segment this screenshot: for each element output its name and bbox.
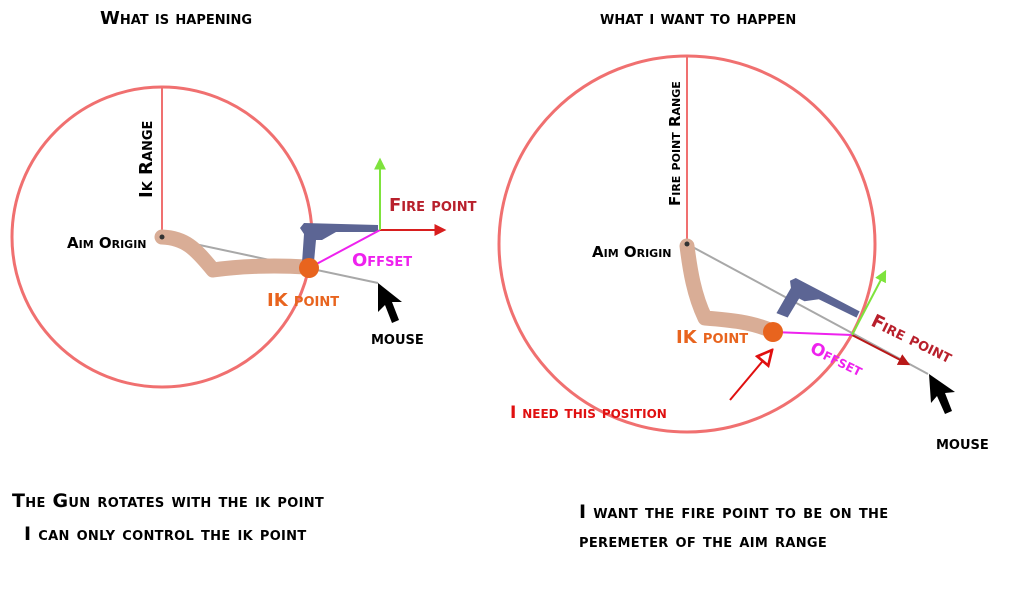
- left-diagram: Ik Range Aim Origin Fire point Offset IK: [12, 87, 477, 387]
- left-mouse-label: mouse: [371, 328, 424, 349]
- left-range-label: Ik Range: [136, 121, 157, 198]
- right-mouse-label: mouse: [936, 433, 989, 454]
- right-ik-point: [763, 322, 783, 342]
- left-fire-point-label: Fire point: [389, 195, 477, 216]
- left-caption-line-1: The Gun rotates with the ik point: [12, 490, 324, 512]
- right-aim-origin-dot: [685, 242, 690, 247]
- mouse-cursor-icon: [378, 283, 402, 323]
- right-caption-line-1: I want the fire point to be on the: [579, 501, 888, 523]
- right-need-pointer: [730, 350, 772, 400]
- right-ik-point-label: IK point: [676, 327, 748, 348]
- left-ik-point: [299, 258, 319, 278]
- left-ik-point-label: IK point: [267, 290, 339, 311]
- left-aim-origin-label: Aim Origin: [67, 234, 147, 252]
- right-arm: [687, 246, 772, 331]
- right-offset-line: [773, 332, 852, 335]
- left-arm: [162, 237, 306, 270]
- right-heading: what i want to happen: [600, 8, 796, 29]
- right-aim-origin-label: Aim Origin: [592, 243, 672, 261]
- right-range-label: Fire point Range: [666, 81, 684, 206]
- right-diagram: Fire point Range Aim Origin: [499, 56, 989, 454]
- mouse-cursor-icon: [929, 374, 955, 414]
- left-aim-origin-dot: [160, 235, 165, 240]
- left-offset-label: Offset: [352, 250, 412, 271]
- left-heading: What is hapening: [100, 8, 252, 29]
- left-caption-line-2: I can only control the ik point: [24, 523, 307, 545]
- right-offset-label: Offset: [807, 339, 867, 382]
- right-fire-point-label: Fire point: [868, 311, 956, 368]
- right-caption-line-2: peremeter of the aim range: [579, 530, 827, 552]
- right-need-label: I need this position: [510, 403, 667, 423]
